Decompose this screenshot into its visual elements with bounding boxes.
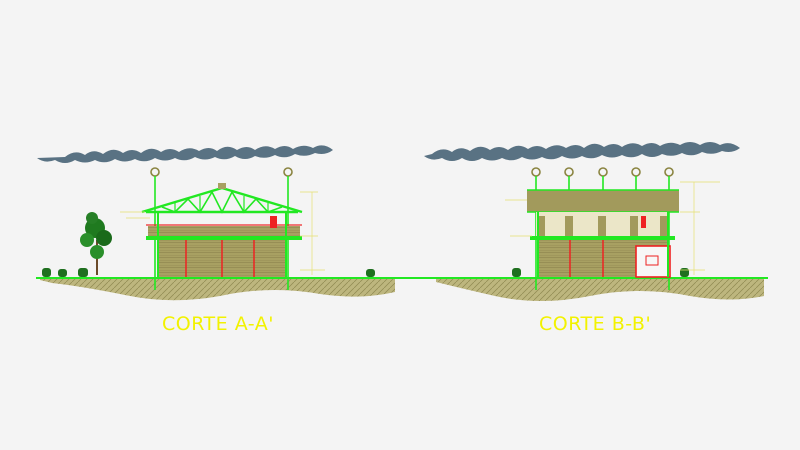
ground-terrain-b bbox=[436, 278, 764, 301]
columns-b bbox=[569, 240, 604, 277]
door-a bbox=[270, 216, 277, 228]
ground-terrain-a bbox=[40, 278, 395, 301]
upper-wall-piers-b bbox=[537, 216, 668, 236]
roof-truss-a bbox=[141, 186, 303, 214]
columns-a bbox=[185, 240, 255, 277]
shrubs-a bbox=[42, 268, 375, 277]
section-a-drawing bbox=[36, 145, 400, 301]
dimension-lines-a bbox=[120, 191, 325, 275]
cloud-band-a bbox=[37, 145, 333, 163]
section-b-drawing bbox=[400, 142, 768, 301]
door-b bbox=[641, 216, 646, 228]
cloud-band-b bbox=[424, 142, 740, 161]
upper-walls-a bbox=[148, 226, 300, 238]
section-title-a: CORTE A-A' bbox=[162, 313, 274, 335]
roof-band-b bbox=[527, 190, 679, 212]
dimension-lines-b bbox=[505, 181, 720, 275]
tree-a bbox=[80, 212, 112, 275]
section-title-b: CORTE B-B' bbox=[539, 313, 652, 335]
room-volume-b bbox=[635, 245, 671, 278]
